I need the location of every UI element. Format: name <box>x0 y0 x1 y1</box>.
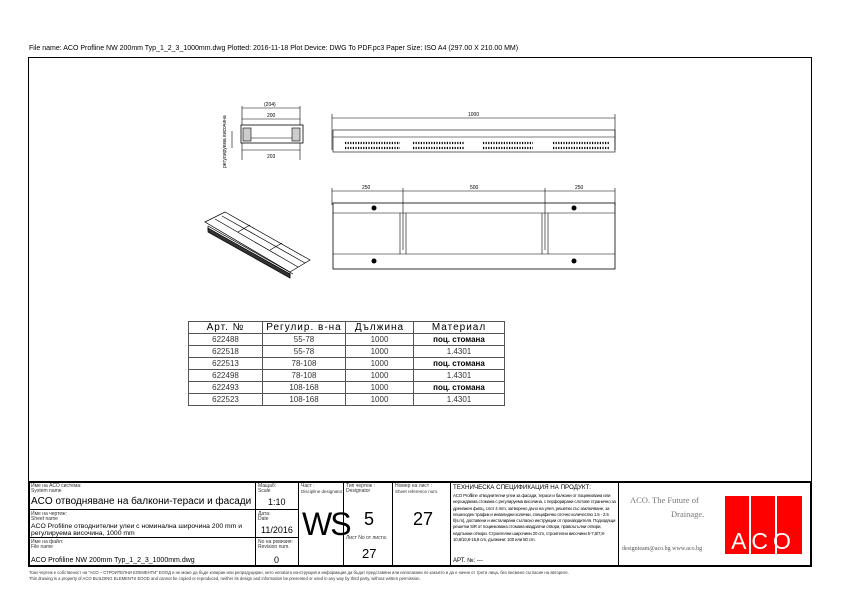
discipline-label: Част : <box>301 483 315 489</box>
product-spec-cell: ТЕХНИЧЕСКА СПЕЦИФИКАЦИЯ НА ПРОДУКТ: ACO … <box>450 481 619 567</box>
designator-value: 5 <box>364 509 375 529</box>
sheet-label-en: Sheet name <box>31 516 58 522</box>
table-header-row: Арт. № Регулир. в-на Дължина Материал <box>188 321 505 334</box>
date-label: Дата: <box>258 511 271 517</box>
side-view <box>331 114 616 153</box>
cell: 78-108 <box>262 369 346 382</box>
cell: 1000 <box>345 393 414 406</box>
cell: поц. стомана <box>413 357 505 370</box>
spec-text: ACO Profiline отводнителни улеи за фасад… <box>453 493 616 543</box>
art-no: АРТ. №: --- <box>453 558 483 564</box>
cell: поц. стомана <box>413 381 505 394</box>
article-table: Арт. № Регулир. в-на Дължина Материал 62… <box>188 321 505 406</box>
dim-250-left: 250 <box>362 185 371 191</box>
technical-drawing: (204) 200 203 регулируема височина 1000 <box>204 102 616 279</box>
cell: 108-168 <box>262 393 346 406</box>
system-label-en: System name <box>31 488 62 494</box>
col-header-material: Материал <box>413 321 505 334</box>
dim-1000: 1000 <box>468 112 479 118</box>
date-label-en: Date <box>258 516 269 522</box>
isometric-view <box>204 211 311 279</box>
dim-250-right: 250 <box>575 185 584 191</box>
cell: 1.4301 <box>413 393 505 406</box>
cell: 622493 <box>188 381 263 394</box>
dim-203: 203 <box>267 154 276 160</box>
designator-label: Тип чертеж : <box>346 483 375 489</box>
dim-200: 200 <box>267 113 276 119</box>
discipline-label-en: Discipline designator <box>301 489 343 494</box>
revision-value: 0 <box>274 555 280 565</box>
discipline-cell: Част : Discipline designator WS <box>298 481 352 567</box>
cell: 1000 <box>345 369 414 382</box>
system-name: ACO отводняване на балкони-тераси и фаса… <box>31 496 252 507</box>
adjustable-height-label: регулируема височина <box>222 115 228 168</box>
top-view <box>331 188 616 270</box>
designator-cell: Тип чертеж : Designator 5 Лист No от лис… <box>343 481 393 567</box>
system-name-cell: Име на АСО система: System name ACO отво… <box>28 481 256 510</box>
designator-label-en: Designator <box>346 488 371 494</box>
scale-cell: Мащаб: Scale 1:10 <box>255 481 299 510</box>
cell: 622498 <box>188 369 263 382</box>
sheet-name: ACO Profiline отводнителни улеи с номина… <box>31 522 243 537</box>
sheet-ref-value: 27 <box>413 509 434 529</box>
cell: 1.4301 <box>413 345 505 358</box>
cell: 1000 <box>345 381 414 394</box>
cross-section-view <box>231 106 304 160</box>
cell: 622488 <box>188 333 263 346</box>
file-name-cell: Име на файл: File name ACO Profiline NW … <box>28 537 256 567</box>
date-cell: Дата: Date 11/2016 <box>255 509 299 538</box>
revision-label: No на ревизия: <box>258 539 293 545</box>
cell: 1.4301 <box>413 369 505 382</box>
sheet-count-label: Лист No от листа: <box>346 535 387 541</box>
cell: 1000 <box>345 333 414 346</box>
cell: 1000 <box>345 345 414 358</box>
cell: 1000 <box>345 357 414 370</box>
plot-header: File name: ACO Profline NW 200mm Typ_1_2… <box>29 45 519 52</box>
sheet-ref-cell: Номер на лист : Sheet reference num. 27 <box>392 481 451 567</box>
scale-label: Мащаб: <box>258 483 277 489</box>
cell: 622518 <box>188 345 263 358</box>
cell: 622523 <box>188 393 263 406</box>
revision-cell: No на ревизия: Revision num. 0 <box>255 537 299 567</box>
slogan-line2: Drainage. <box>671 509 705 519</box>
col-header-art-no: Арт. № <box>188 321 263 334</box>
slogan-line1: ACO. The Future of <box>630 495 699 505</box>
cell: 108-168 <box>262 381 346 394</box>
sheet-name-cell: Име на чертеж: Sheet name ACO Profiline … <box>28 509 256 538</box>
scale-label-en: Scale <box>258 488 271 494</box>
file-name: ACO Profiline NW 200mm Typ_1_2_3_1000mm.… <box>31 557 195 564</box>
dim-204: (204) <box>264 102 276 108</box>
dim-500: 500 <box>470 185 479 191</box>
col-header-length: Дължина <box>345 321 414 334</box>
date-value: 11/2016 <box>261 525 293 535</box>
logo-text: ACO <box>731 528 796 554</box>
cell: 55-78 <box>262 333 346 346</box>
aco-logo: ACO <box>725 496 802 554</box>
copyright-bg: Този чертеж е собственост на "АСО – СТРО… <box>29 570 569 575</box>
cell: 622513 <box>188 357 263 370</box>
scale-value: 1:10 <box>268 497 286 507</box>
cell: 55-78 <box>262 345 346 358</box>
contacts: designteam@aco.bg www.aco.bg <box>622 546 703 552</box>
file-label: Име на файл: <box>31 539 64 545</box>
cell: поц. стомана <box>413 333 505 346</box>
col-header-adjust-height: Регулир. в-на <box>262 321 346 334</box>
sheet-ref-label: Номер на лист : <box>395 483 432 489</box>
file-label-en: File name <box>31 544 53 550</box>
copyright-en: This drawing is a property of ACO BUILDI… <box>29 576 421 581</box>
system-label: Име на АСО система: <box>31 483 82 489</box>
revision-label-en: Revision num. <box>258 544 290 550</box>
sheet-count-value: 27 <box>362 546 377 561</box>
sheet-label: Име на чертеж: <box>31 511 67 517</box>
spec-title: ТЕХНИЧЕСКА СПЕЦИФИКАЦИЯ НА ПРОДУКТ: <box>453 484 592 491</box>
sheet-ref-label-en: Sheet reference num. <box>395 489 439 494</box>
cell: 78-108 <box>262 357 346 370</box>
